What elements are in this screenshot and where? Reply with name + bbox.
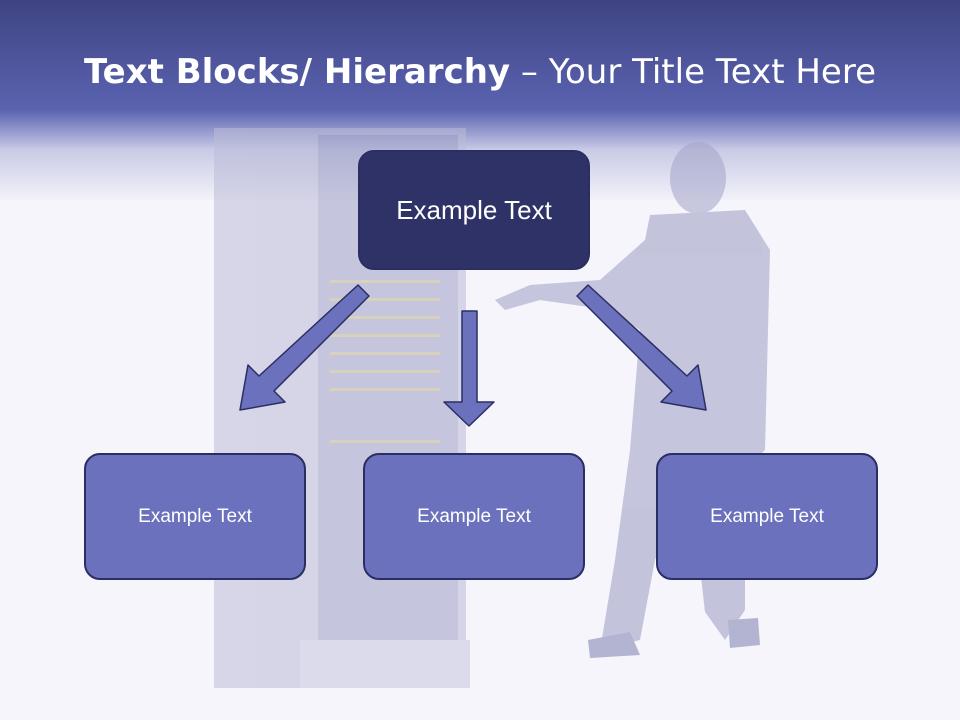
top-level-box[interactable]: Example Text: [358, 150, 590, 270]
arrow-left: [239, 284, 370, 411]
child-box-left[interactable]: Example Text: [84, 453, 306, 580]
child-box-right-label: Example Text: [710, 505, 824, 527]
slide-title: Text Blocks/ Hierarchy – Your Title Text…: [0, 52, 960, 92]
server-lights: [330, 280, 440, 443]
title-bold: Text Blocks/ Hierarchy: [83, 52, 511, 92]
child-box-left-label: Example Text: [138, 505, 252, 527]
title-rest: Your Title Text Here: [548, 52, 877, 92]
top-level-label: Example Text: [396, 194, 552, 225]
title-dash: –: [510, 52, 549, 92]
arrow-center: [443, 310, 495, 427]
arrow-right: [576, 284, 707, 411]
child-box-center-label: Example Text: [417, 505, 531, 527]
child-box-right[interactable]: Example Text: [656, 453, 878, 580]
child-box-center[interactable]: Example Text: [363, 453, 585, 580]
